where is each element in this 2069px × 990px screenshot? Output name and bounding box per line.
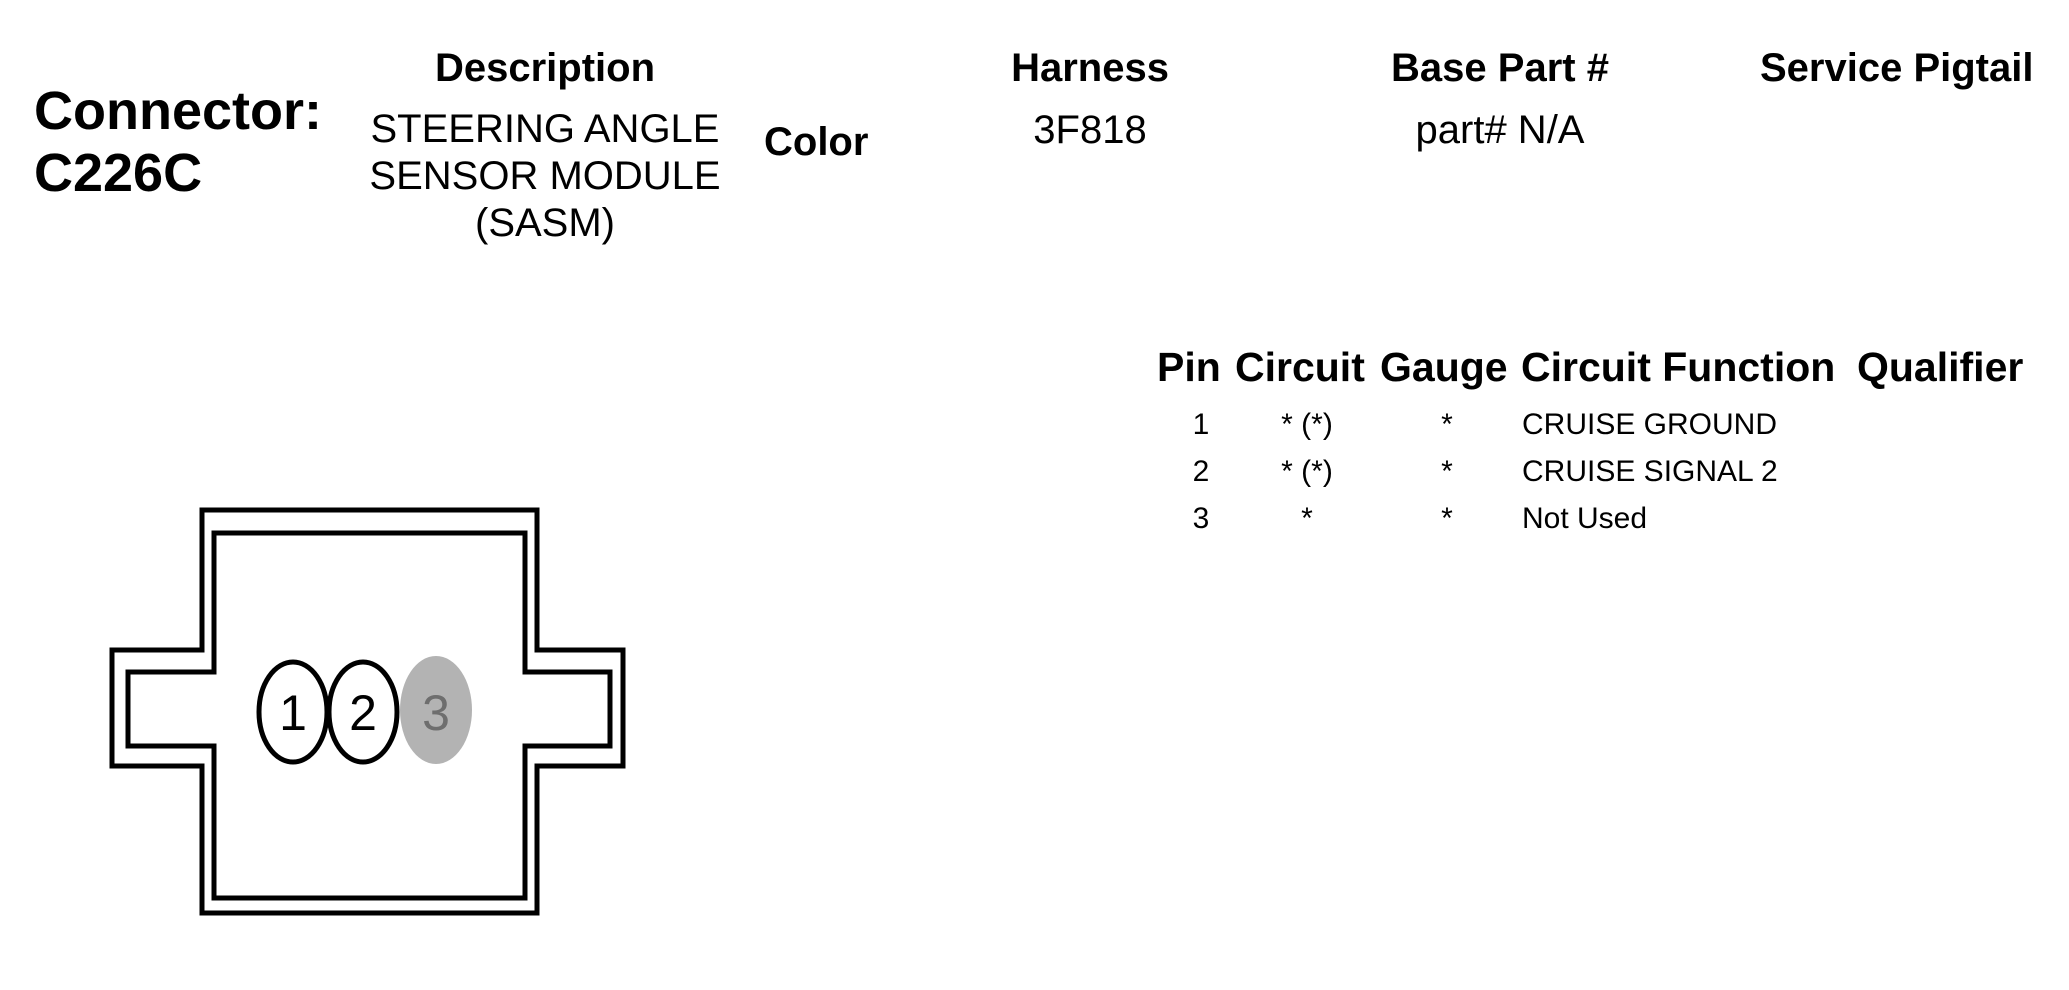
- description-value: STEERING ANGLE SENSOR MODULE (SASM): [360, 106, 730, 247]
- pin-2-label: 2: [349, 685, 377, 741]
- description-line-3: (SASM): [475, 201, 615, 245]
- connector-id: C226C: [34, 143, 203, 203]
- pin-3-cavity: 3: [400, 656, 472, 764]
- row-3-circuit: *: [1301, 502, 1313, 535]
- row-3-function: Not Used: [1522, 502, 1648, 535]
- row-2-circuit: * (*): [1281, 455, 1333, 488]
- description-line-1: STEERING ANGLE: [370, 107, 720, 151]
- row-3-pin: 3: [1192, 502, 1210, 535]
- service-pigtail-header: Service Pigtail: [1760, 46, 2034, 90]
- connector-outer-outline: [109, 507, 626, 916]
- harness-value: 3F818: [1033, 108, 1147, 152]
- connector-inner-outline: [125, 530, 613, 901]
- column-header-qualifier: Qualifier: [1857, 344, 2024, 390]
- column-header-circuit: Circuit: [1235, 344, 1365, 390]
- pin-1-label: 1: [279, 685, 307, 741]
- pin-2-cavity: 2: [326, 659, 400, 765]
- color-header: Color: [764, 120, 869, 164]
- row-2-pin: 2: [1192, 455, 1210, 488]
- pin-table: Pin Circuit Gauge Circuit Function Quali…: [1157, 344, 2057, 544]
- description-line-2: SENSOR MODULE: [369, 154, 721, 198]
- description-header: Description: [434, 46, 656, 90]
- column-header-pin: Pin: [1157, 344, 1221, 390]
- row-2-function: CRUISE SIGNAL 2: [1522, 455, 1778, 488]
- harness-header: Harness: [1011, 46, 1169, 90]
- pin-1-cavity: 1: [256, 659, 330, 765]
- connector-block: Connector: C226C: [34, 80, 322, 204]
- row-1-circuit: * (*): [1281, 408, 1333, 441]
- column-header-gauge: Gauge: [1380, 344, 1508, 390]
- base-part-value: part# N/A: [1415, 108, 1585, 152]
- column-header-circuit-function: Circuit Function: [1521, 344, 1836, 390]
- base-part-header: Base Part #: [1391, 46, 1609, 90]
- row-1-gauge: *: [1441, 408, 1453, 441]
- row-3-gauge: *: [1441, 502, 1453, 535]
- connector-label: Connector:: [34, 81, 322, 141]
- row-2-gauge: *: [1441, 455, 1453, 488]
- pin-3-label: 3: [422, 685, 450, 741]
- row-1-pin: 1: [1192, 408, 1210, 441]
- row-1-function: CRUISE GROUND: [1522, 408, 1778, 441]
